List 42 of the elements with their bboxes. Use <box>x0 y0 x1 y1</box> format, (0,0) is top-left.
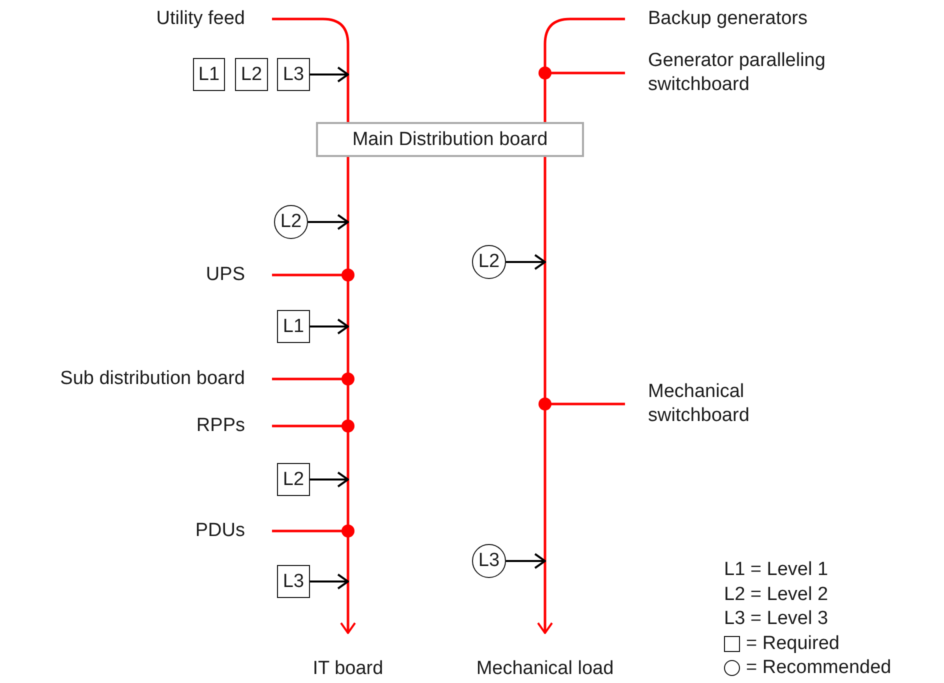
legend-text: = Recommended <box>746 656 892 680</box>
arrow <box>537 157 553 634</box>
feeder-line <box>272 268 354 282</box>
arrow <box>506 254 546 270</box>
arrow <box>340 157 356 634</box>
legend-text: L3 = Level 3 <box>724 607 830 631</box>
level-square: L3 <box>277 58 310 91</box>
feeder-line <box>538 66 625 80</box>
level-square: L2 <box>277 463 310 496</box>
feeder-line <box>538 398 625 410</box>
level-circle: L2 <box>274 205 308 239</box>
arrow <box>310 318 349 334</box>
bus-line <box>272 18 350 122</box>
distribution-board-box: Main Distribution board <box>316 122 584 157</box>
level-circle: L2 <box>472 245 506 279</box>
component-label: IT board <box>278 633 418 681</box>
component-label: Generator paralleling switchboard <box>625 49 875 97</box>
level-square: L1 <box>277 310 310 343</box>
component-label: Backup generators <box>625 6 835 32</box>
arrow <box>310 574 349 590</box>
component-label: UPS <box>150 262 272 288</box>
level-circle: L3 <box>472 544 506 578</box>
arrow <box>310 66 349 82</box>
component-label: Sub distribution board <box>8 366 272 392</box>
arrow <box>506 553 546 569</box>
bus-line <box>544 18 625 122</box>
arrow <box>310 472 349 488</box>
legend-text: L2 = Level 2 <box>724 582 830 606</box>
level-square: L2 <box>235 58 268 91</box>
level-square: L3 <box>277 565 310 598</box>
legend-text: = Required <box>746 632 840 656</box>
feeder-line <box>272 524 354 538</box>
component-label: Utility feed <box>100 6 272 32</box>
component-label: Mechanical switchboard <box>625 380 825 428</box>
feeder-line <box>272 420 354 432</box>
feeder-line <box>272 372 354 386</box>
component-label: PDUs <box>150 518 272 544</box>
legend-text: L1 = Level 1 <box>724 558 830 582</box>
arrow <box>308 214 349 230</box>
component-label: Mechanical load <box>455 633 635 681</box>
level-square: L1 <box>193 58 225 91</box>
component-label: RPPs <box>150 413 272 439</box>
